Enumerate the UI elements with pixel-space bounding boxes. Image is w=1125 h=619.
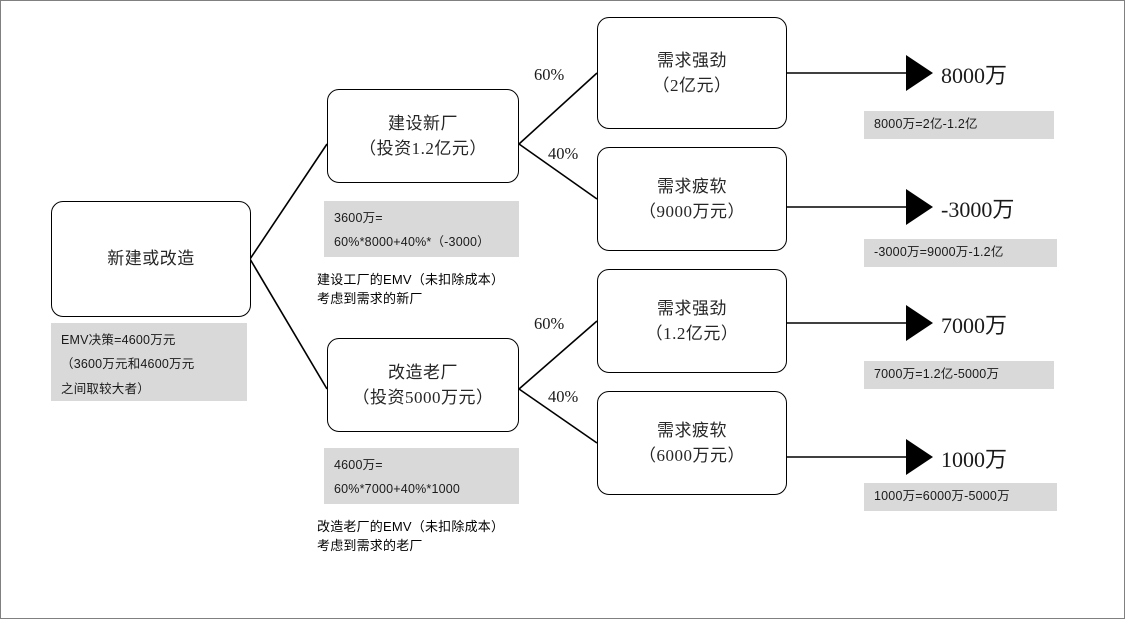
node-outcome-1-line-1: 需求强劲 [657,50,727,70]
node-retrofit-line-1: 改造老厂 [388,362,458,382]
node-outcome-strong-demand-new[interactable]: 需求强劲 （2亿元） [597,17,787,129]
probability-label-2: 40% [548,144,579,163]
node-decision-new-plant[interactable]: 建设新厂 （投资1.2亿元） [327,89,519,183]
edge-root-to-retrofit [249,258,328,390]
node-outcome-2-line-1: 需求疲软 [657,176,727,196]
node-new-plant-line-2: （投资1.2亿元） [359,139,487,158]
arrowhead-icon-payoff-3 [906,305,933,341]
node-root[interactable]: 新建或改造 [51,201,251,317]
caption-retrofit: 改造老厂的EMV（未扣除成本） 考虑到需求的老厂 [317,518,504,556]
arrowhead-icon-payoff-1 [906,55,933,91]
annotation-retrofit-line-1: 4600万= [334,458,383,472]
annotation-payoff-formula-4: 1000万=6000万-5000万 [864,483,1057,511]
annotation-payoff-formula-1-text: 8000万=2亿-1.2亿 [874,117,978,132]
node-outcome-weak-demand-new[interactable]: 需求疲软 （9000万元） [597,147,787,251]
caption-new-plant-line-1: 建设工厂的EMV（未扣除成本） [317,272,505,287]
annotation-root-emv: EMV决策=4600万元 （3600万元和4600万元 之间取较大者） [51,323,247,401]
annotation-new-plant-line-1: 3600万= [334,211,383,225]
node-root-label: 新建或改造 [107,249,195,269]
payoff-value-2: -3000万 [941,197,1015,222]
edge-root-to-new-plant [249,143,328,260]
arrowhead-icon-payoff-2 [906,189,933,225]
node-outcome-4-line-1: 需求疲软 [657,420,727,440]
annotation-new-plant-emv: 3600万= 60%*8000+40%*（-3000） [324,201,519,257]
node-retrofit-line-2: （投资5000万元） [352,388,494,407]
annotation-root-line-1: EMV决策=4600万元 [61,333,176,347]
node-new-plant-line-1: 建设新厂 [388,113,458,133]
annotation-retrofit-emv: 4600万= 60%*7000+40%*1000 [324,448,519,504]
payoff-value-3: 7000万 [941,313,1008,338]
annotation-payoff-formula-2-text: -3000万=9000万-1.2亿 [874,245,1004,260]
caption-retrofit-line-2: 考虑到需求的老厂 [317,537,423,553]
caption-new-plant-line-2: 考虑到需求的新厂 [317,290,423,306]
probability-label-4: 40% [548,387,579,406]
payoff-value-4: 1000万 [941,447,1008,472]
node-decision-retrofit[interactable]: 改造老厂 （投资5000万元） [327,338,519,432]
annotation-new-plant-line-2: 60%*8000+40%*（-3000） [334,235,490,250]
node-outcome-3-line-1: 需求强劲 [657,298,727,318]
annotation-payoff-formula-1: 8000万=2亿-1.2亿 [864,111,1054,139]
node-outcome-3-line-2: （1.2亿元） [645,324,739,343]
annotation-root-line-3: 之间取较大者） [61,381,150,396]
annotation-payoff-formula-3: 7000万=1.2亿-5000万 [864,361,1054,389]
node-outcome-2-line-2: （9000万元） [639,202,745,221]
node-outcome-weak-demand-retrofit[interactable]: 需求疲软 （6000万元） [597,391,787,495]
annotation-payoff-formula-3-text: 7000万=1.2亿-5000万 [874,367,1000,382]
node-outcome-1-line-2: （2亿元） [652,76,732,95]
annotation-retrofit-line-2: 60%*7000+40%*1000 [334,482,461,497]
probability-label-3: 60% [534,314,565,333]
caption-retrofit-line-1: 改造老厂的EMV（未扣除成本） [317,519,505,534]
probability-label-1: 60% [534,65,565,84]
node-outcome-4-line-2: （6000万元） [639,446,745,465]
annotation-payoff-formula-4-text: 1000万=6000万-5000万 [874,489,1010,504]
annotation-payoff-formula-2: -3000万=9000万-1.2亿 [864,239,1057,267]
node-outcome-strong-demand-retrofit[interactable]: 需求强劲 （1.2亿元） [597,269,787,373]
arrowhead-icon-payoff-4 [906,439,933,475]
annotation-root-line-2: （3600万元和4600万元 [61,357,195,372]
caption-new-plant: 建设工厂的EMV（未扣除成本） 考虑到需求的新厂 [317,271,504,309]
payoff-value-1: 8000万 [941,63,1008,88]
